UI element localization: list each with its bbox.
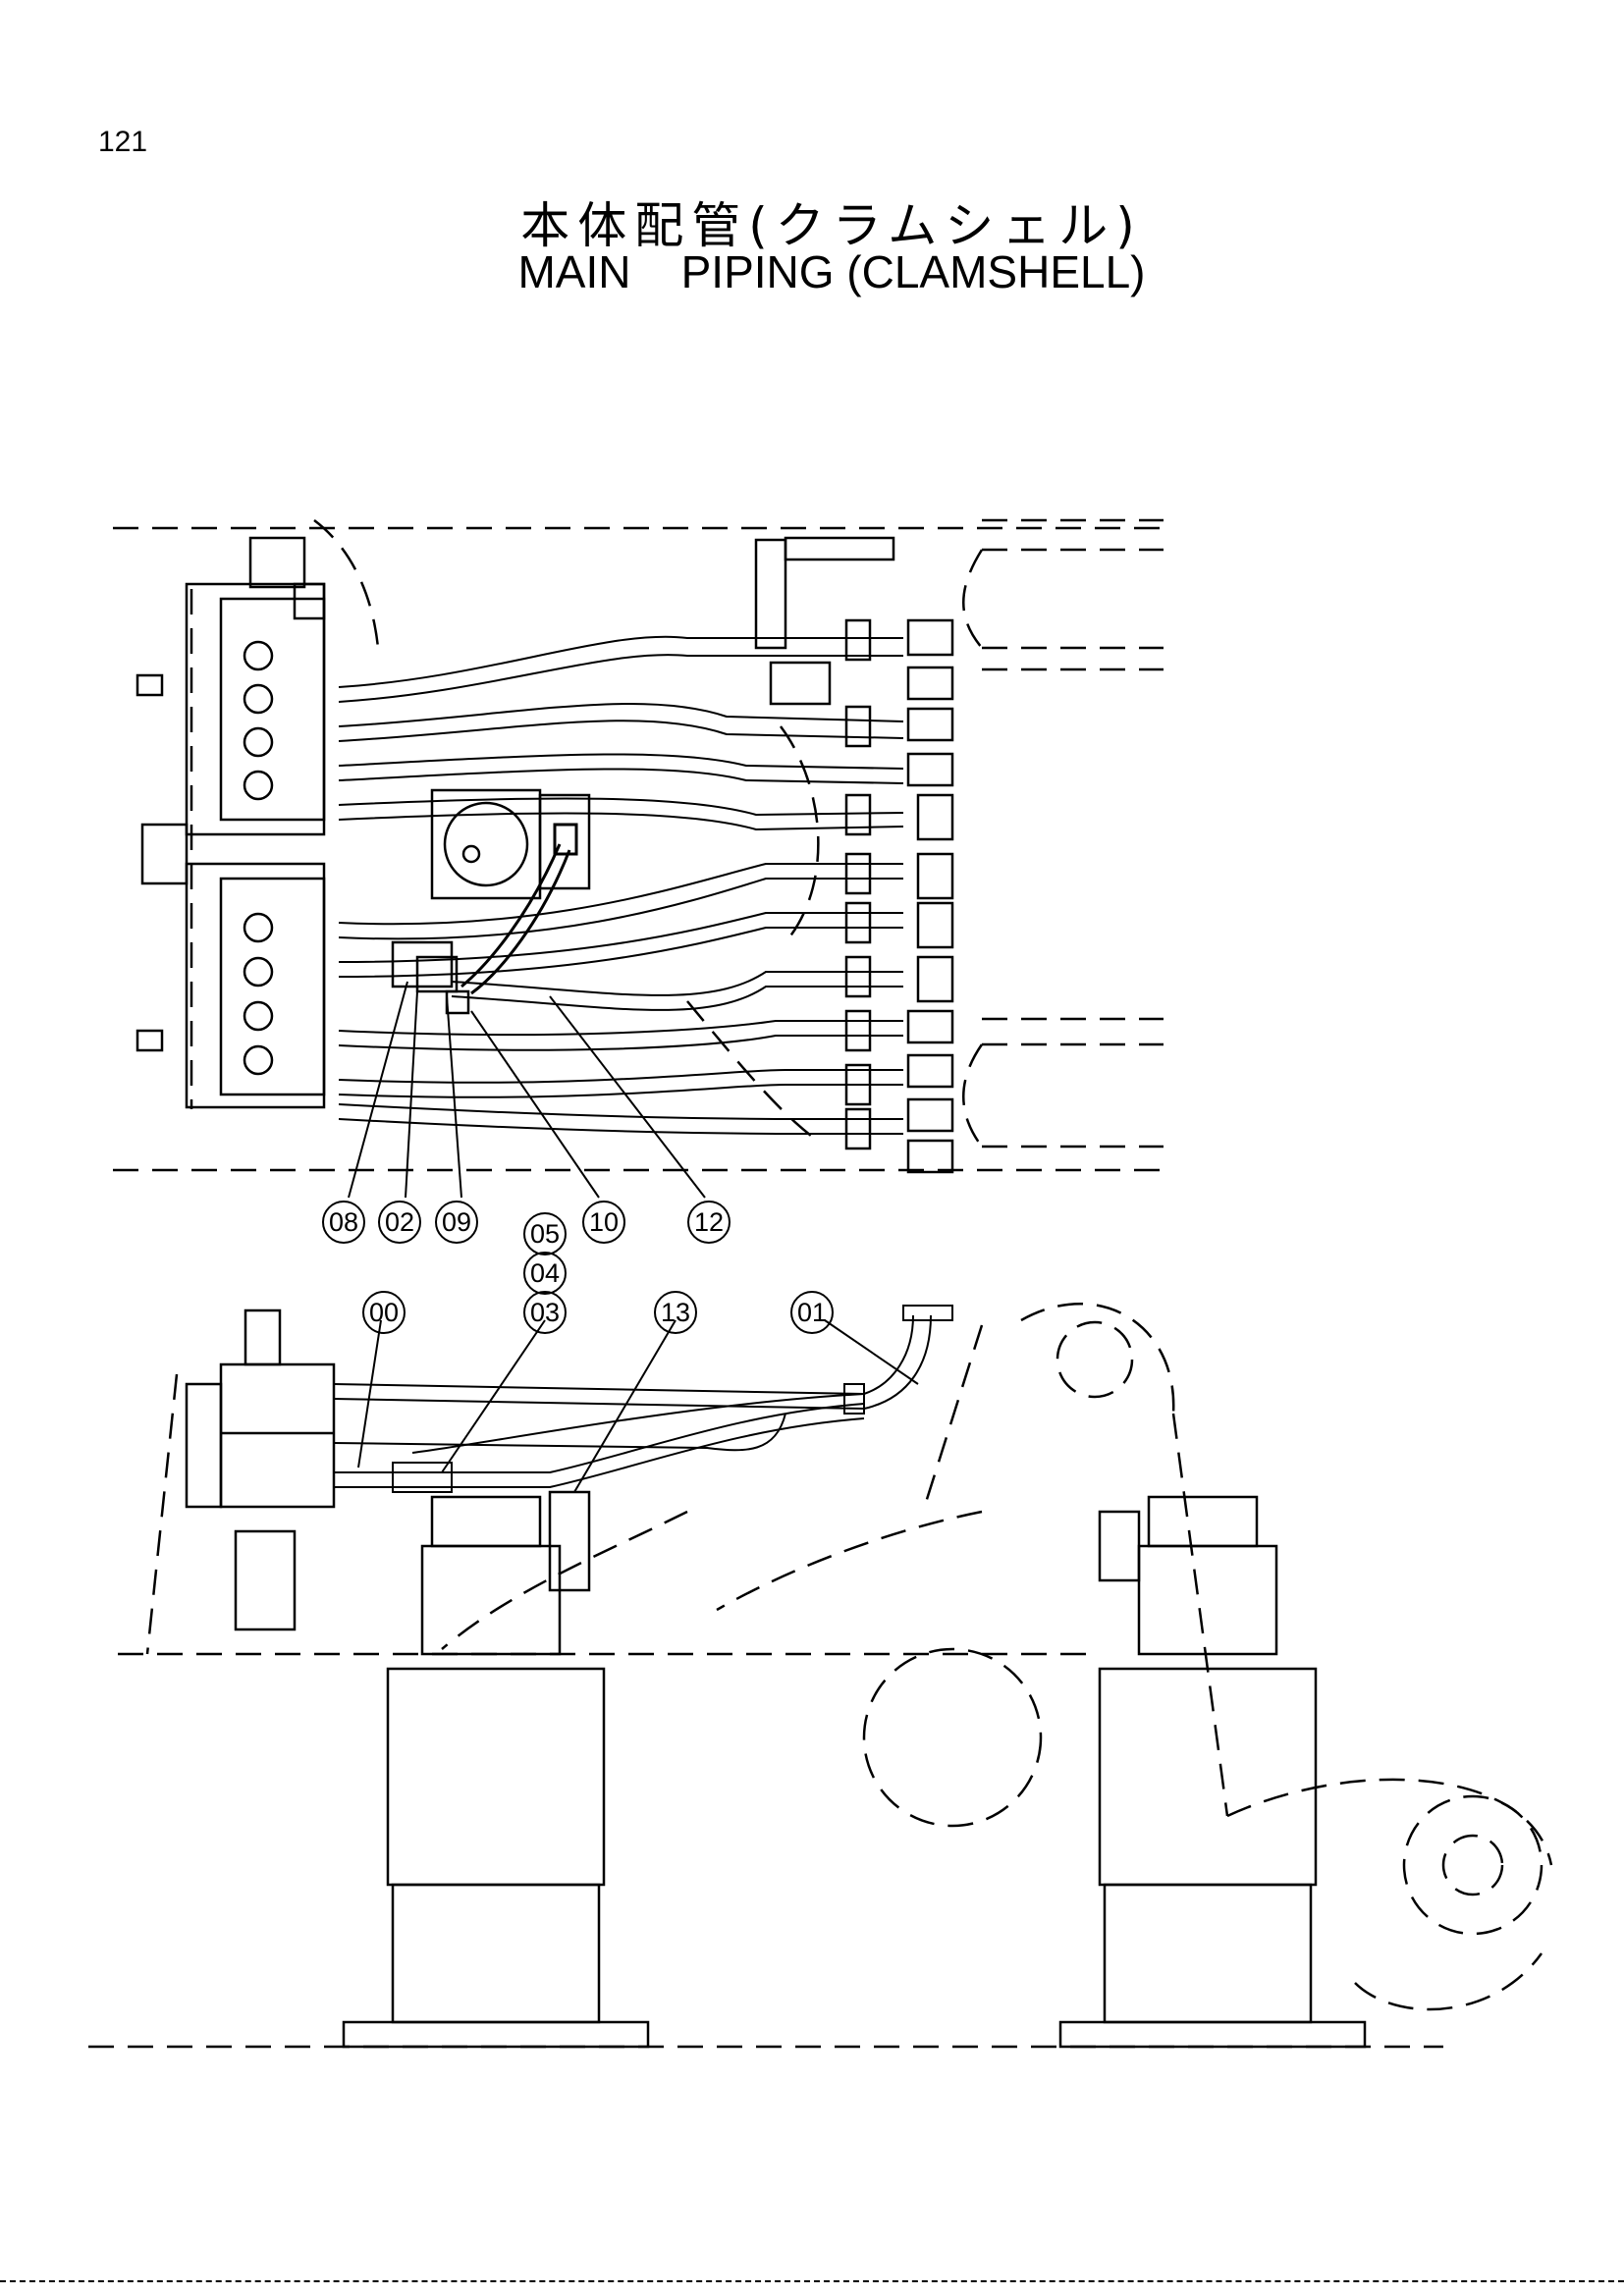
callout-01: 01 [790, 1291, 834, 1334]
svg-text:02: 02 [385, 1207, 414, 1237]
pipe-bundle-side [333, 1305, 953, 1493]
callouts: 08 02 09 05 10 12 04 00 03 13 01 [322, 1201, 834, 1334]
callout-03: 03 [523, 1291, 567, 1334]
bottom-rule [0, 2280, 1624, 2282]
svg-text:01: 01 [797, 1298, 827, 1327]
callout-08: 08 [322, 1201, 365, 1244]
page-title-english: MAIN PIPING (CLAMSHELL) [517, 246, 1146, 297]
page-title-japanese: 本体配管(クラムシェル) [520, 197, 1143, 254]
callout-13: 13 [654, 1291, 697, 1334]
svg-text:00: 00 [369, 1298, 399, 1327]
svg-text:04: 04 [530, 1258, 560, 1288]
svg-text:09: 09 [442, 1207, 471, 1237]
svg-text:12: 12 [694, 1207, 724, 1237]
control-valve-upper [185, 536, 326, 836]
fittings-column [754, 536, 954, 1174]
svg-text:13: 13 [661, 1298, 690, 1327]
callout-09: 09 [435, 1201, 478, 1244]
leader-lines-side [357, 1319, 919, 1493]
svg-text:03: 03 [530, 1298, 560, 1327]
swing-hose [460, 823, 578, 995]
callout-00: 00 [362, 1291, 406, 1334]
control-valve-lower [135, 673, 326, 1109]
page-number: 121 [98, 126, 148, 158]
side-view-frame [88, 1303, 1553, 2049]
leader-lines-top [348, 981, 706, 1199]
callout-05: 05 [523, 1212, 567, 1255]
top-view-frame [113, 518, 1164, 1172]
side-control-valve [185, 1308, 336, 1631]
callout-10: 10 [582, 1201, 625, 1244]
callout-12: 12 [687, 1201, 731, 1244]
pipe-bundle-top [338, 635, 904, 1135]
svg-text:10: 10 [589, 1207, 619, 1237]
right-travel-motor [1058, 1495, 1367, 2049]
swivel-block [391, 940, 470, 1015]
swing-motor-top-view [430, 788, 591, 900]
svg-text:08: 08 [329, 1207, 358, 1237]
left-travel-motor [342, 1490, 650, 2049]
callout-02: 02 [378, 1201, 421, 1244]
svg-text:05: 05 [530, 1219, 560, 1249]
callout-04: 04 [523, 1252, 567, 1295]
